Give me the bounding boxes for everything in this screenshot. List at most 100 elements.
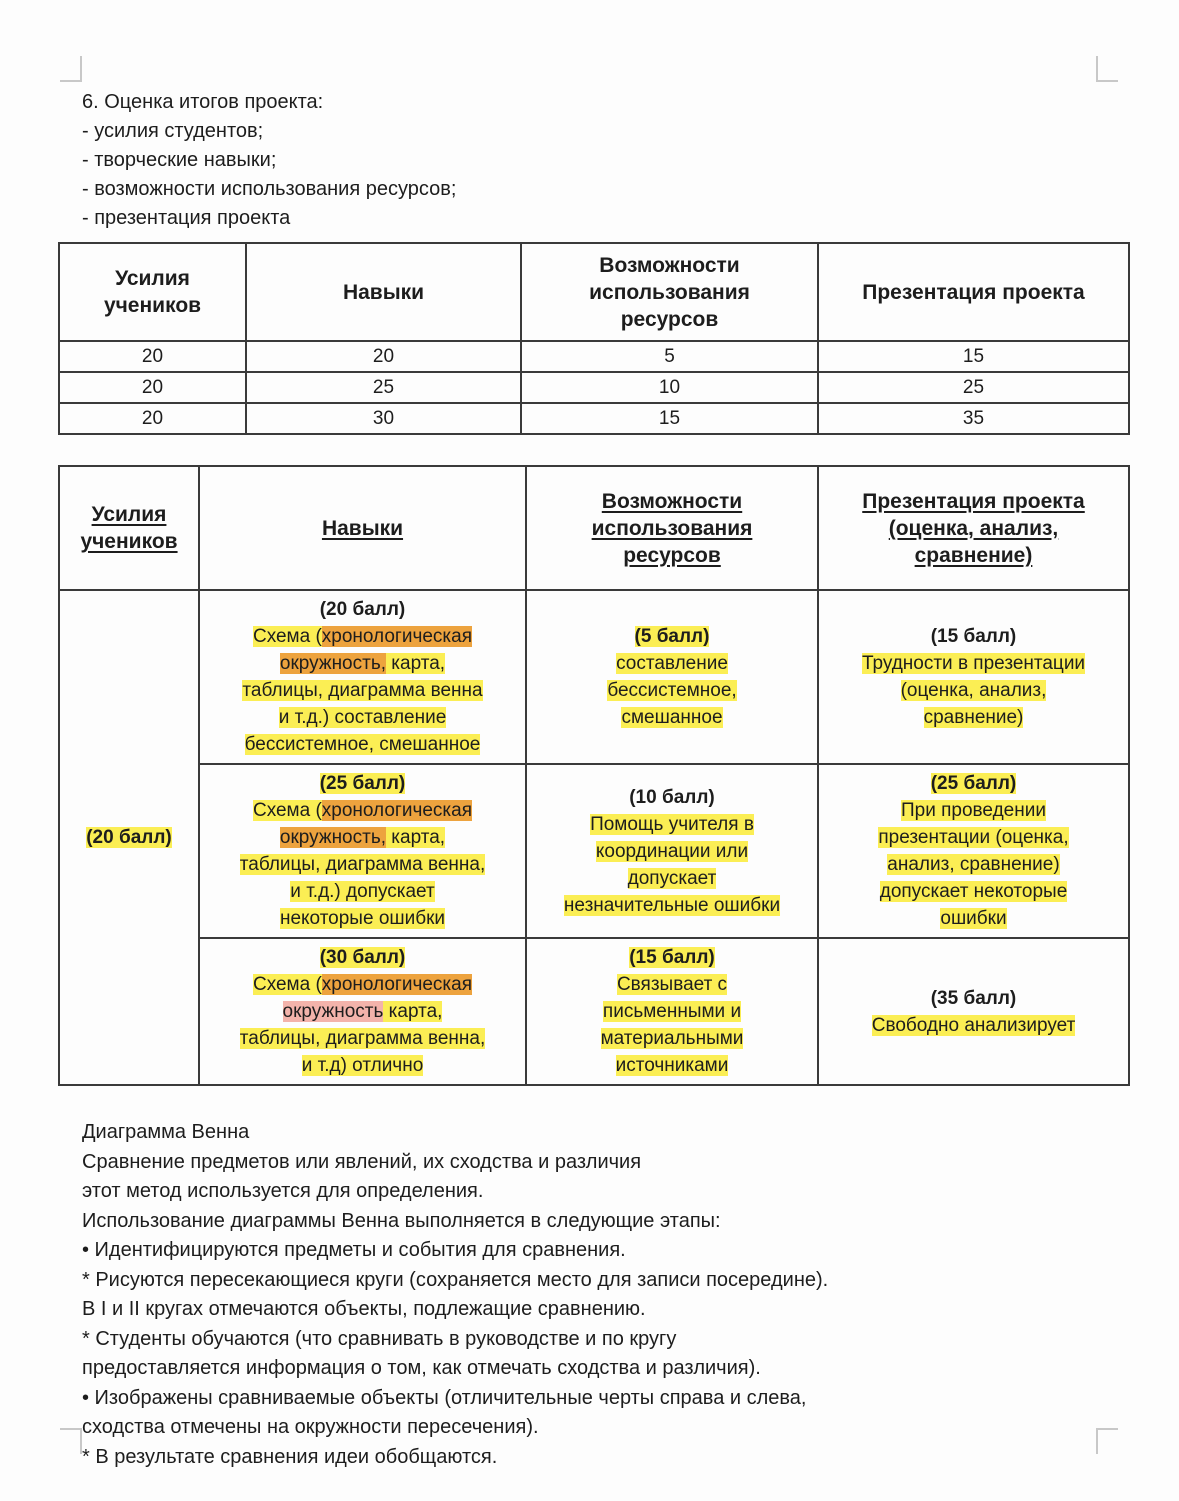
highlighted-text: карта,: [386, 653, 446, 674]
cell-text-line: ошибки: [821, 905, 1126, 932]
highlighted-text: презентации (оценка,: [878, 827, 1069, 848]
highlighted-text: координации или: [595, 840, 749, 862]
highlighted-text: сравнение): [923, 707, 1024, 728]
venn-line: • Идентифицируются предметы и события дл…: [82, 1239, 626, 1261]
presentation-cell: (35 балл)Свободно анализирует: [817, 937, 1130, 1086]
highlighted-text: карта,: [383, 1001, 443, 1022]
highlighted-text: источниками: [615, 1055, 729, 1076]
highlighted-text: окружность,: [279, 653, 387, 674]
highlighted-text: (30 балл): [319, 947, 406, 968]
venn-line: предоставляется информация о том, как от…: [82, 1357, 761, 1379]
cell-text-line: и т.д.) допускает: [202, 878, 523, 905]
cell-text-line: (оценка, анализ,: [821, 677, 1126, 704]
highlighted-text: бессистемное,: [607, 680, 737, 701]
intro-item: - возможности использования ресурсов;: [82, 178, 457, 200]
score-cell: 20: [245, 340, 522, 373]
highlighted-text: анализ, сравнение): [887, 854, 1060, 875]
cell-text-line: Помощь учителя в: [529, 811, 815, 838]
scores-table-row: 20 30 15 35: [58, 402, 1130, 435]
intro-heading: 6. Оценка итогов проекта:: [82, 91, 324, 113]
cell-text-line: таблицы, диаграмма венна,: [202, 1025, 523, 1052]
cell-text-line: При проведении: [821, 797, 1126, 824]
cell-text-line: Схема (хронологическая: [202, 623, 523, 650]
scores-table-row: 20 20 5 15: [58, 340, 1130, 373]
venn-line: сходства отмечены на окружности пересече…: [82, 1416, 539, 1438]
document-content: 6. Оценка итогов проекта: - усилия студе…: [58, 88, 1130, 1472]
cell-text: (20 балл): [319, 599, 406, 620]
highlighted-text: материальными: [600, 1028, 744, 1049]
cell-text: (15 балл): [930, 626, 1017, 647]
score-cell: 15: [817, 340, 1130, 373]
venn-line: • Изображены сравниваемые объекты (отлич…: [82, 1386, 807, 1409]
score-cell: 35: [817, 402, 1130, 435]
highlighted-text: некоторые ошибки: [279, 908, 446, 929]
scores-header-resources: Возможности использования ресурсов: [520, 242, 819, 342]
highlighted-text: (оценка, анализ,: [900, 680, 1047, 701]
scores-header-presentation: Презентация проекта: [817, 242, 1130, 342]
effort-cell: (20 балл): [58, 589, 200, 1086]
highlighted-text: смешанное: [621, 707, 723, 728]
cell-text-line: и т.д.) составление: [202, 704, 523, 731]
cell-text-line: допускает: [529, 865, 815, 892]
highlighted-text: При проведении: [901, 800, 1046, 821]
highlighted-text: (5 балл): [634, 626, 710, 647]
score-cell: 10: [520, 371, 819, 404]
highlighted-text: незначительные ошибки: [563, 894, 781, 916]
intro-section: 6. Оценка итогов проекта: - усилия студе…: [58, 88, 1128, 233]
cell-text-line: Свободно анализирует: [821, 1012, 1126, 1039]
highlighted-text: Схема (: [252, 974, 322, 995]
cell-text-line: (5 балл): [529, 623, 815, 650]
resources-cell: (10 балл) Помощь учителя в координации или…: [525, 763, 819, 939]
highlighted-text: (25 балл): [930, 773, 1017, 794]
score-cell: 15: [520, 402, 819, 435]
venn-section: Диаграмма Венна Сравнение предметов или …: [58, 1118, 1128, 1472]
cell-text-line: Схема (хронологическая: [202, 971, 523, 998]
cell-text-line: таблицы, диаграмма венна: [202, 677, 523, 704]
intro-item: - творческие навыки;: [82, 149, 277, 171]
cell-text-line: (25 балл): [202, 770, 523, 797]
highlighted-text: (15 балл): [629, 947, 715, 968]
venn-line: этот метод используется для определения.: [82, 1180, 484, 1202]
cell-text-line: (15 балл): [821, 623, 1126, 650]
highlighted-text: (25 балл): [319, 773, 406, 794]
highlighted-text: окружность,: [279, 827, 387, 848]
highlighted-text: таблицы, диаграмма венна,: [239, 854, 486, 875]
cell-text-line: (35 балл): [821, 985, 1126, 1012]
intro-item: - презентация проекта: [82, 207, 291, 229]
highlighted-text: Помощь учителя в: [590, 813, 754, 835]
venn-line: Использование диаграммы Венна выполняетс…: [82, 1209, 721, 1232]
venn-line: В I и II кругах отмечаются объекты, подл…: [82, 1298, 646, 1320]
cell-text-line: окружность карта,: [202, 998, 523, 1025]
intro-item: - усилия студентов;: [82, 120, 264, 142]
scores-table-header-row: Усилия учеников Навыки Возможности испол…: [58, 242, 1130, 342]
highlighted-text: и т.д) отлично: [301, 1055, 424, 1076]
text-boundary-mark-top-left: [60, 56, 82, 82]
highlighted-text: таблицы, диаграмма венна: [242, 680, 483, 701]
cell-text-line: письменными и: [529, 998, 815, 1025]
resources-cell: (15 балл) Связывает с письменными и материа…: [525, 937, 819, 1086]
highlighted-text: хронологическая: [321, 800, 473, 821]
rubric-header-presentation: Презентация проекта (оценка, анализ, сра…: [817, 465, 1130, 591]
cell-text-line: допускает некоторые: [821, 878, 1126, 905]
highlighted-text: допускает: [627, 867, 717, 889]
highlighted-text: письменными и: [602, 1001, 742, 1022]
highlighted-text: бессистемное, смешанное: [244, 734, 481, 755]
scores-header-effort: Усилия учеников: [58, 242, 247, 342]
cell-text-line: окружность, карта,: [202, 650, 523, 677]
cell-text-line: презентации (оценка,: [821, 824, 1126, 851]
cell-text-line: Связывает с: [529, 971, 815, 998]
cell-text-line: и т.д) отлично: [202, 1052, 523, 1079]
cell-text: (10 балл): [629, 786, 715, 808]
highlighted-text: и т.д.) составление: [278, 707, 447, 728]
cell-text-line: Трудности в презентации: [821, 650, 1126, 677]
highlighted-text: допускает некоторые: [879, 881, 1068, 902]
rubric-header-effort: Усилия учеников: [58, 465, 200, 591]
venn-line: Диаграмма Венна: [82, 1121, 250, 1143]
scores-table: Усилия учеников Навыки Возможности испол…: [58, 242, 1130, 435]
highlighted-text: (20 балл): [86, 827, 172, 848]
